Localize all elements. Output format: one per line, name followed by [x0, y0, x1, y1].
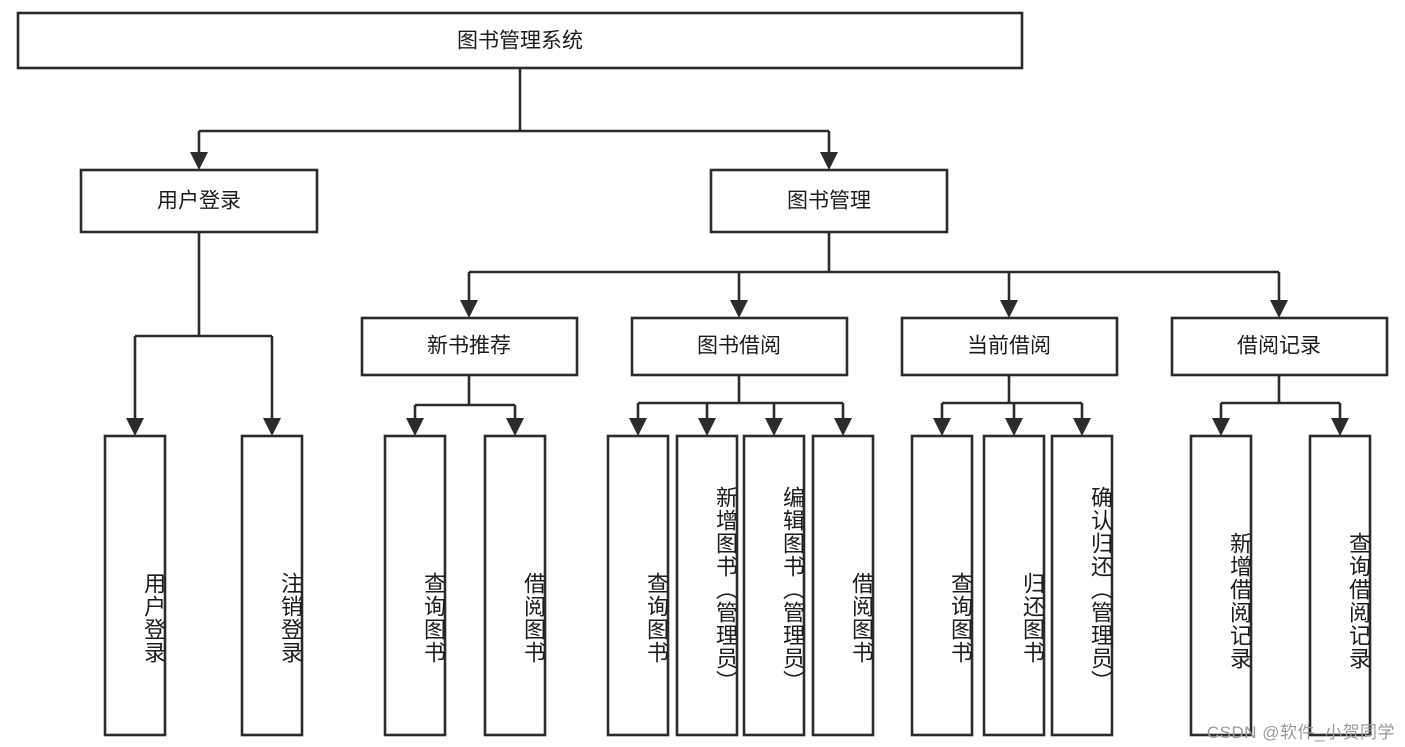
leaf-query-book-2-box[interactable]: [606, 434, 670, 737]
arrowhead-leaf-add-book-admin: [698, 418, 716, 436]
arrowhead-leaf-confirm-return-admin: [1073, 418, 1091, 436]
leaf-confirm-return-admin-box[interactable]: [1050, 434, 1114, 737]
arrowhead-leaf-edit-book-admin: [765, 418, 783, 436]
leaf-edit-book-admin-box[interactable]: [742, 434, 806, 737]
csdn-watermark: CSDN @软件_小贺同学: [1206, 723, 1395, 742]
arrowhead-leaf-query-book-3: [933, 418, 951, 436]
node-root-label: 图书管理系统: [457, 30, 583, 53]
node-book-borrow-box[interactable]: [630, 316, 849, 377]
arrowhead-leaf-query-book-2: [629, 418, 647, 436]
node-root[interactable]: 图书管理系统: [16, 11, 1024, 70]
leaf-logout-login-box[interactable]: [240, 434, 304, 737]
arrowhead-user-login: [190, 152, 208, 170]
node-user-login-box[interactable]: [79, 168, 319, 234]
leaf-return-book-box[interactable]: [982, 434, 1046, 737]
node-new-book-recommend-label: 新书推荐: [427, 335, 511, 358]
node-new-book-recommend-box[interactable]: [360, 316, 579, 377]
leaf-query-book-1-box[interactable]: [383, 434, 447, 737]
arrowhead-new-book-recommend: [460, 300, 478, 318]
leaf-box-layer[interactable]: [103, 434, 1372, 737]
node-book-management-label: 图书管理: [787, 190, 871, 213]
node-root-box[interactable]: [16, 11, 1024, 70]
node-book-management[interactable]: 图书管理: [709, 168, 949, 234]
leaf-user-login-box[interactable]: [103, 434, 167, 737]
arrowhead-borrow-record: [1270, 300, 1288, 318]
node-book-borrow-label: 图书借阅: [697, 335, 781, 358]
node-current-borrow[interactable]: 当前借阅: [900, 316, 1119, 377]
arrowhead-leaf-logout-login: [263, 418, 281, 436]
arrowhead-leaf-return-book: [1005, 418, 1023, 436]
leaf-borrow-book-2-box[interactable]: [811, 434, 875, 737]
node-book-management-box[interactable]: [709, 168, 949, 234]
leaf-add-book-admin-box[interactable]: [675, 434, 739, 737]
leaf-query-borrow-record-box[interactable]: [1308, 434, 1372, 737]
arrowhead-leaf-user-login: [126, 418, 144, 436]
arrowhead-book-management: [820, 152, 838, 170]
arrowhead-leaf-add-borrow-record: [1212, 418, 1230, 436]
arrowhead-leaf-borrow-book-2: [834, 418, 852, 436]
node-user-login[interactable]: 用户登录: [79, 168, 319, 234]
node-borrow-record-label: 借阅记录: [1237, 335, 1321, 358]
node-new-book-recommend[interactable]: 新书推荐: [360, 316, 579, 377]
leaf-add-borrow-record-box[interactable]: [1189, 434, 1253, 737]
node-user-login-label: 用户登录: [157, 190, 241, 213]
connector-layer: [126, 68, 1349, 436]
leaf-query-book-3-box[interactable]: [910, 434, 974, 737]
node-current-borrow-label: 当前借阅: [967, 335, 1051, 358]
leaf-borrow-book-1-box[interactable]: [483, 434, 547, 737]
arrowhead-leaf-borrow-book-1: [506, 418, 524, 436]
arrowhead-book-borrow: [730, 300, 748, 318]
arrowhead-leaf-query-borrow-record: [1331, 418, 1349, 436]
node-borrow-record[interactable]: 借阅记录: [1170, 316, 1389, 377]
node-book-borrow[interactable]: 图书借阅: [630, 316, 849, 377]
node-borrow-record-box[interactable]: [1170, 316, 1389, 377]
arrowhead-current-borrow: [1000, 300, 1018, 318]
arrowhead-leaf-query-book-1: [406, 418, 424, 436]
node-current-borrow-box[interactable]: [900, 316, 1119, 377]
